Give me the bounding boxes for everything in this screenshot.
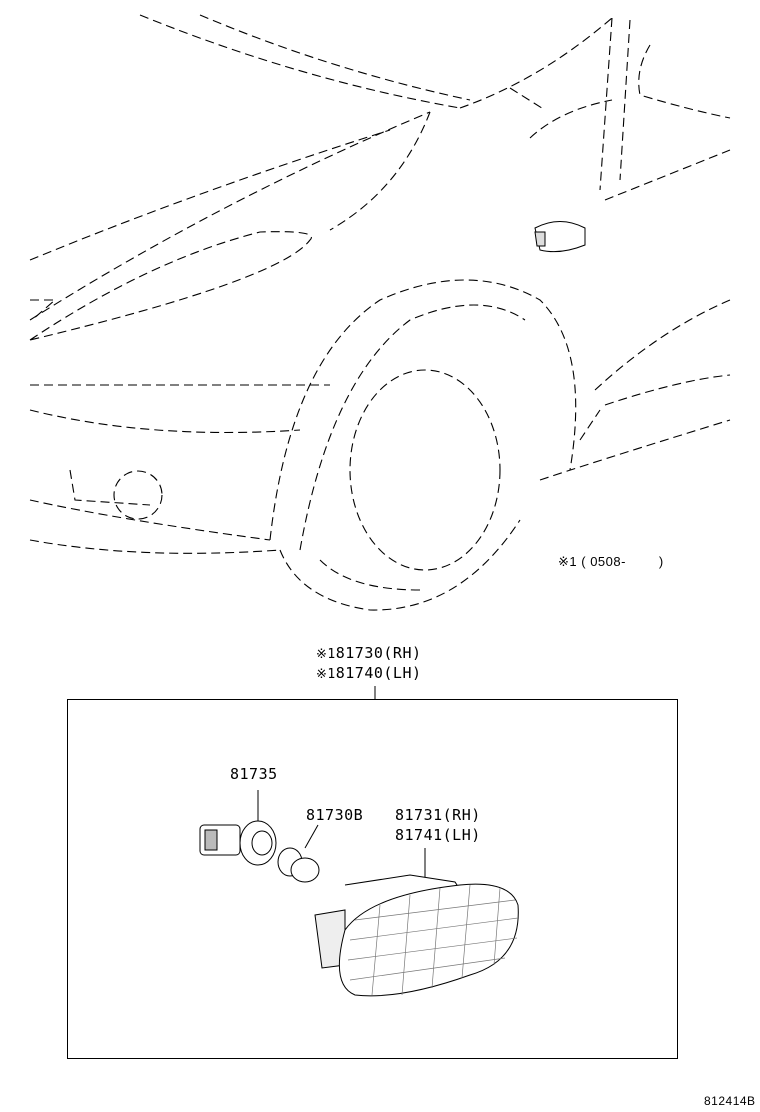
lens-side-rh: (RH)	[442, 806, 481, 824]
lens-part-rh: 81731	[395, 806, 443, 824]
assembly-side-lh: (LH)	[383, 664, 422, 682]
assembly-mark-lh: ※1	[316, 667, 336, 682]
assembly-part-rh: 81730	[335, 644, 384, 662]
socket-part-label: 81735	[230, 765, 278, 783]
lens-part-lh: 81741	[395, 826, 443, 844]
note-range: ( 0508- )	[581, 554, 664, 569]
figure-reference: 812414B	[704, 1094, 756, 1108]
note-mark: ※1	[558, 554, 578, 569]
assembly-label-rh: ※181730(RH)	[316, 644, 422, 662]
applicability-note: ※1 ( 0508- )	[558, 554, 664, 570]
assembly-frame	[67, 699, 678, 1059]
bulb-part-label: 81730B	[306, 806, 364, 824]
lens-side-lh: (LH)	[442, 826, 481, 844]
assembly-side-rh: (RH)	[383, 644, 422, 662]
assembly-part-lh: 81740	[335, 664, 384, 682]
assembly-mark-rh: ※1	[316, 647, 336, 662]
lens-label-rh: 81731(RH)	[395, 806, 481, 824]
lens-label-lh: 81741(LH)	[395, 826, 481, 844]
assembly-label-lh: ※181740(LH)	[316, 664, 422, 682]
